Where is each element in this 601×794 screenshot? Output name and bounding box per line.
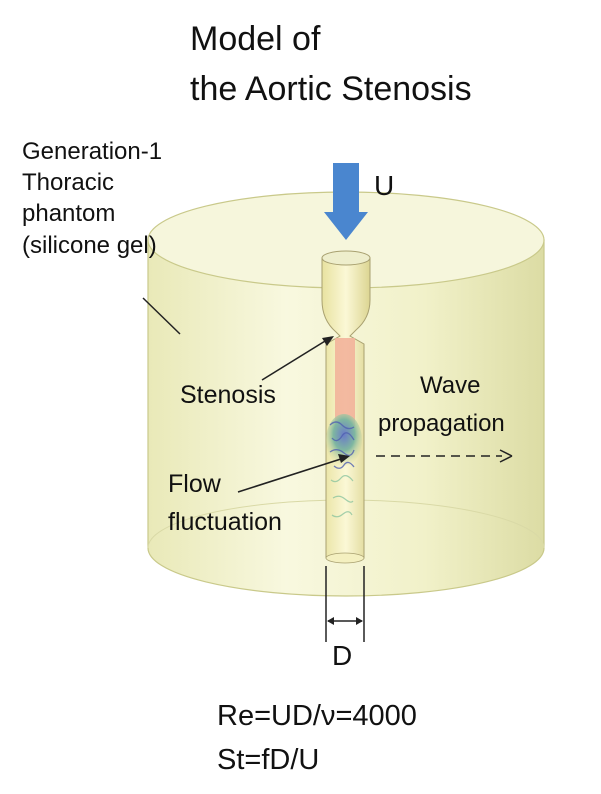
phantom-label-line-3: phantom — [22, 200, 116, 228]
flow-label-line-1: Flow — [168, 470, 221, 498]
reynolds-equation: Re=UD/ν=4000 — [217, 700, 417, 732]
stenosis-label: Stenosis — [180, 381, 276, 409]
phantom-label-line-2: Thoracic — [22, 169, 115, 197]
title-line-1: Model of — [190, 20, 321, 58]
phantom-label: Generation-1 Thoracic phantom (silicone … — [22, 136, 162, 261]
stenotic-jet — [335, 338, 355, 428]
inflow-arrow — [324, 163, 368, 240]
diameter-dimension — [325, 566, 365, 642]
stenosis-arrow — [261, 336, 334, 381]
wave-label-line-2: propagation — [378, 410, 505, 437]
diameter-label: D — [332, 640, 353, 671]
phantom-label-line-4: (silicone gel) — [22, 231, 157, 259]
flow-label-line-2: fluctuation — [168, 508, 282, 536]
title-line-2: the Aortic Stenosis — [190, 70, 472, 108]
flow-fluctuation-region — [326, 414, 362, 518]
phantom-leader-line — [142, 297, 181, 335]
flow-fluctuation-arrow — [237, 454, 350, 493]
wave-propagation-arrow — [376, 449, 513, 463]
phantom-label-line-1: Generation-1 — [22, 138, 163, 165]
wave-label-line-1: Wave — [420, 372, 481, 399]
inflow-velocity-label: U — [374, 170, 395, 201]
strouhal-equation: St=fD/U — [217, 744, 320, 776]
